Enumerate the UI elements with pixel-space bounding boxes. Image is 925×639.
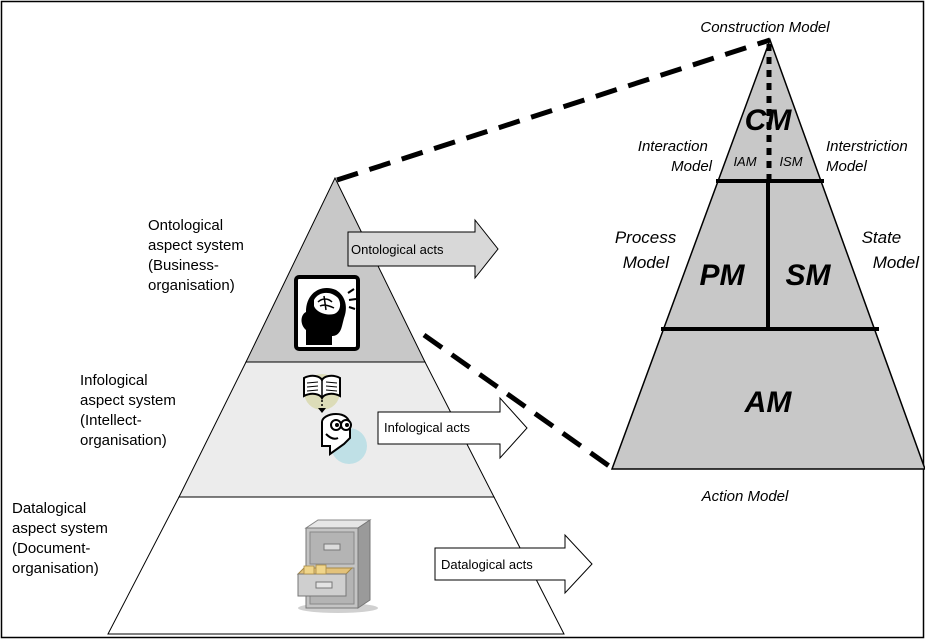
infological-label: Infological aspect system (Intellect- or… [80,372,180,449]
infological-acts-label: Infological acts [384,420,470,435]
construction-model-label: Construction Model [700,19,830,36]
book-thinker-icon [303,374,367,464]
process-model-label: Process Model [615,228,681,272]
sm-label: SM [786,259,832,292]
state-model-label: State Model [862,228,921,272]
brain-head-icon [294,275,360,351]
right-pyramid: CM IAM ISM PM SM AM [610,37,925,470]
iam-label: IAM [733,154,756,169]
filing-cabinet-icon [296,519,378,613]
action-model-label: Action Model [701,488,789,505]
ism-label: ISM [779,154,802,169]
datalogical-acts-arrow: Datalogical acts [434,533,593,595]
interstriction-model-label: Interstriction Model [826,138,912,175]
am-label: AM [744,386,793,419]
ontological-acts-label: Ontological acts [351,242,444,257]
infological-arrow-shape [377,396,528,460]
cm-label: CM [745,104,793,137]
pm-label: PM [700,259,746,292]
ontological-arrow-shape [347,218,499,280]
ontological-acts-arrow: Ontological acts [347,218,499,280]
interaction-model-label: Interaction Model [638,138,713,175]
datalogical-acts-label: Datalogical acts [441,557,533,572]
dashed-connector-bottom [422,332,614,471]
dashed-connector-top [336,37,771,183]
infological-acts-arrow: Infological acts [377,396,528,460]
ontological-label: Ontological aspect system (Business- org… [148,217,248,294]
datalogical-label: Datalogical aspect system (Document- org… [12,500,112,577]
datalogical-arrow-shape [434,533,593,595]
